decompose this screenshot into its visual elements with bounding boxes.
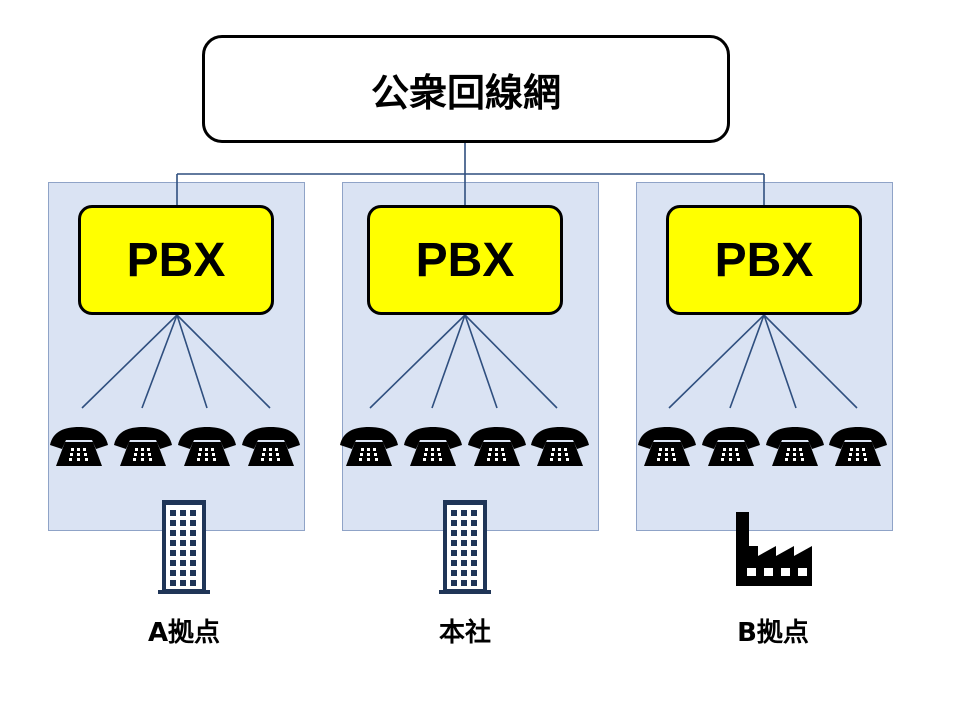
extension-line [763, 314, 858, 409]
building-window [170, 550, 176, 556]
building-window [471, 580, 477, 586]
factory-icon [736, 512, 812, 586]
office-building-icon [439, 500, 491, 594]
extension-line [141, 314, 178, 409]
site-label-a: A拠点 [147, 618, 221, 648]
building-window [461, 510, 467, 516]
public-network-label: 公衆回線網 [370, 70, 561, 115]
pbx-box-a: PBX [78, 205, 274, 315]
building-window [471, 510, 477, 516]
extension-line [464, 314, 498, 409]
building-window [190, 560, 196, 566]
building-window [170, 520, 176, 526]
building-window [451, 520, 457, 526]
building-window [461, 540, 467, 546]
site-label-hq: 本社 [438, 618, 491, 648]
building-window [451, 570, 457, 576]
building-window [190, 550, 196, 556]
building-window [461, 580, 467, 586]
building-window [170, 560, 176, 566]
building-window [190, 530, 196, 536]
building-window [170, 530, 176, 536]
extension-line [176, 314, 271, 409]
pbx-box-hq: PBX [367, 205, 563, 315]
building-window [451, 530, 457, 536]
extension-line [729, 314, 765, 409]
building-window [180, 560, 186, 566]
building-window [190, 580, 196, 586]
pbx-label: PBX [126, 233, 226, 287]
extension-line [431, 314, 466, 409]
site-label-b: B拠点 [737, 618, 809, 648]
pbx-label: PBX [714, 233, 814, 287]
pbx-label: PBX [415, 233, 515, 287]
public-network-box: 公衆回線網 [202, 35, 730, 143]
extension-line [176, 314, 208, 409]
pbx-box-b: PBX [666, 205, 862, 315]
building-window [461, 550, 467, 556]
building-window [180, 540, 186, 546]
building-window [471, 550, 477, 556]
building-window [190, 570, 196, 576]
building-window [180, 530, 186, 536]
office-building-icon [158, 500, 210, 594]
extension-line [81, 314, 178, 409]
building-window [451, 550, 457, 556]
building-window [451, 510, 457, 516]
building-window [451, 540, 457, 546]
building-window [190, 510, 196, 516]
extension-line [464, 314, 558, 409]
building-window [451, 560, 457, 566]
building-window [451, 580, 457, 586]
extension-line [763, 314, 797, 409]
extension-line [369, 314, 466, 409]
building-window [471, 560, 477, 566]
building-window [170, 570, 176, 576]
building-window [180, 510, 186, 516]
building-window [180, 580, 186, 586]
building-window [170, 580, 176, 586]
building-window [190, 540, 196, 546]
extension-line [668, 314, 765, 409]
building-window [180, 520, 186, 526]
building-window [190, 520, 196, 526]
building-window [170, 540, 176, 546]
building-window [471, 570, 477, 576]
building-window [461, 520, 467, 526]
building-window [461, 560, 467, 566]
building-window [471, 520, 477, 526]
building-window [471, 540, 477, 546]
building-window [461, 570, 467, 576]
building-window [461, 530, 467, 536]
building-window [180, 570, 186, 576]
building-window [170, 510, 176, 516]
building-window [180, 550, 186, 556]
building-window [471, 530, 477, 536]
